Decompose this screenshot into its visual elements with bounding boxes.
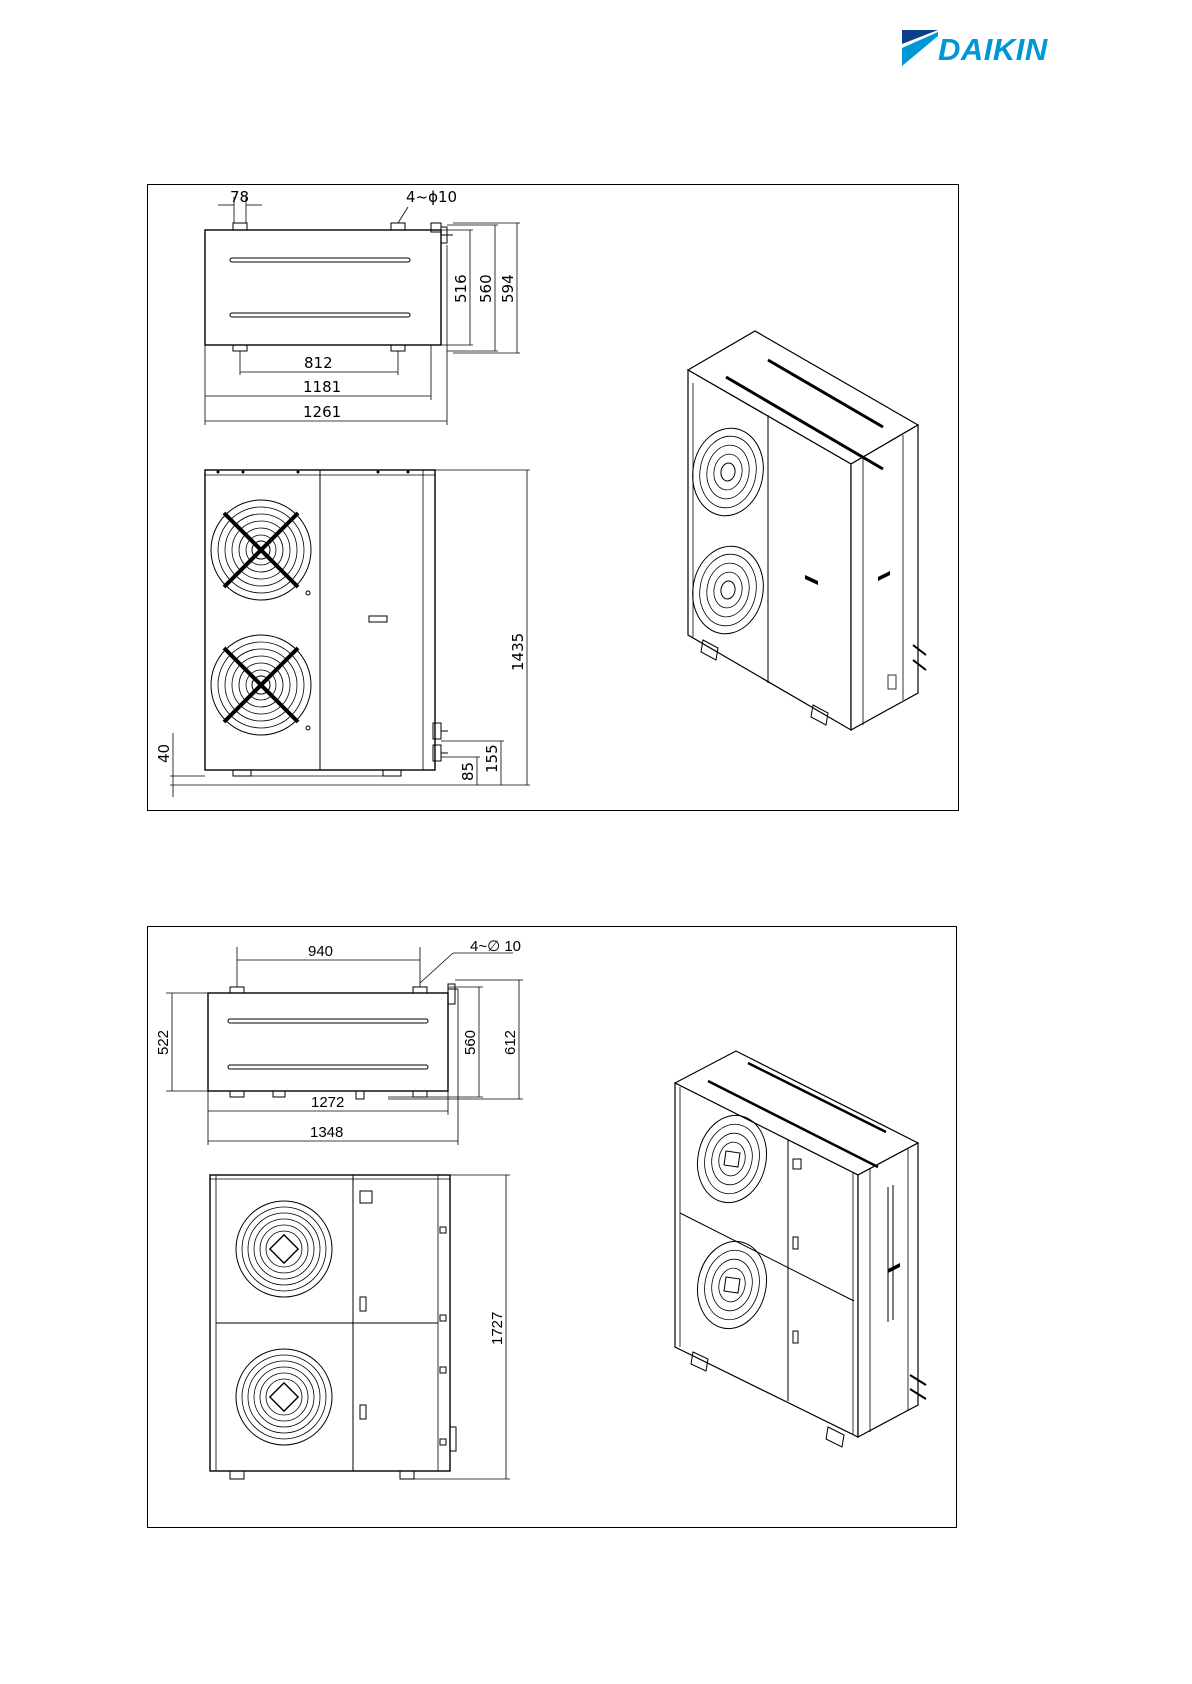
dim-522-label: 522	[155, 1030, 172, 1055]
drawing-1-top-view: 78 4~ϕ10 516 560 594 812	[205, 188, 520, 425]
drawing-2-top-view: 940 4~∅ 10 522 560 612 1272	[155, 938, 523, 1145]
daikin-logo-mark-icon	[902, 30, 940, 70]
hole-note-label: 4~ϕ10	[406, 188, 457, 206]
dim-594-label: 594	[499, 274, 517, 303]
drawing-panel-1: 78 4~ϕ10 516 560 594 812	[147, 184, 959, 811]
dim-1435-label: 1435	[509, 633, 527, 671]
dim-940-label: 940	[308, 943, 333, 960]
fan-2-1	[236, 1201, 332, 1297]
drawing-2-svg: 940 4~∅ 10 522 560 612 1272	[148, 927, 956, 1527]
dim-1261-label: 1261	[303, 403, 341, 421]
drawing-2-front-view: 1727	[210, 1175, 510, 1479]
fan-2-2	[236, 1349, 332, 1445]
dim-1727-label: 1727	[489, 1312, 506, 1345]
dim-612-label: 612	[502, 1030, 519, 1055]
drawing-panel-2: 940 4~∅ 10 522 560 612 1272	[147, 926, 957, 1528]
dim-1272-label: 1272	[311, 1094, 344, 1111]
dim-85-label: 85	[459, 762, 477, 781]
dim-516-label: 516	[452, 274, 470, 303]
dim-560-label: 560	[477, 274, 495, 303]
drawing-1-isometric-view	[686, 331, 926, 730]
drawing-2-isometric-view	[675, 1051, 926, 1447]
fan-grille-1	[211, 500, 311, 600]
fan-grille-2	[211, 635, 311, 735]
daikin-logo: DAIKIN	[902, 30, 1082, 70]
dim-1348-label: 1348	[310, 1124, 343, 1141]
dim-78-label: 78	[230, 188, 249, 206]
drawing-1-front-view: 1435 85 155 40	[155, 470, 530, 797]
dim-1181-label: 1181	[303, 378, 341, 396]
hole-note-label-2: 4~∅ 10	[470, 938, 521, 955]
dim-812-label: 812	[304, 354, 333, 372]
daikin-logo-wordmark: DAIKIN	[938, 32, 1048, 68]
dim-560-label-2: 560	[462, 1030, 479, 1055]
drawing-1-svg: 78 4~ϕ10 516 560 594 812	[148, 185, 958, 810]
dim-40-label: 40	[155, 744, 173, 763]
dim-155-label: 155	[483, 744, 501, 773]
